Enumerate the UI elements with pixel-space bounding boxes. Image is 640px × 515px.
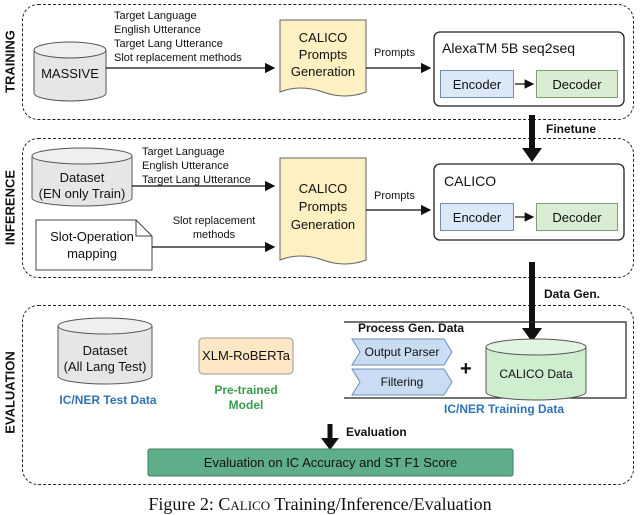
massive-cylinder (33, 41, 107, 102)
evaluation-arrowhead (321, 438, 339, 450)
xlm-roberta-box (198, 337, 294, 375)
filtering-label: Filtering (380, 375, 424, 389)
inference-decoder: Decoder (536, 203, 618, 231)
calico-data-label: CALICO Data (499, 367, 573, 381)
pretrained-label-line1: Pre-trained (214, 383, 278, 397)
inference-encoder: Encoder (440, 203, 514, 231)
caption-name: Calico (218, 494, 271, 514)
pretrained-label-line2: Model (228, 398, 264, 412)
slot-operation-doc (35, 219, 153, 271)
inference-input-1: Target Language (142, 146, 225, 158)
eval-dataset-line2: (All Lang Test) (63, 359, 147, 374)
slot-methods-line1: Slot replacement (172, 215, 256, 227)
finetune-label: Finetune (546, 122, 596, 136)
inference-input-3: Target Lang Utterance (142, 174, 251, 186)
data-gen-label: Data Gen. (544, 287, 601, 301)
data-gen-arrowhead (522, 328, 542, 342)
training-input-2: English Utterance (114, 24, 201, 36)
training-input-3: Target Lang Utterance (114, 38, 223, 50)
slot-doc-line1: Slot-Operation (50, 229, 134, 244)
training-prompt-gen-3: Generation (290, 64, 356, 79)
slot-methods-line2: methods (192, 229, 236, 241)
inference-prompt-gen-2: Prompts (298, 199, 348, 214)
inference-model-title: CALICO (444, 173, 497, 189)
xlm-roberta-label: XLM-RoBERTa (202, 348, 290, 363)
output-parser-shape (351, 338, 453, 366)
training-section (22, 4, 634, 120)
filtering-shape (351, 368, 453, 396)
slot-doc-line2: mapping (67, 246, 117, 261)
evaluation-arrow-label: Evaluation (346, 425, 407, 439)
output-parser-label: Output Parser (364, 345, 440, 359)
evaluation-section (22, 305, 634, 485)
finetune-arrowhead (522, 148, 542, 162)
inference-dataset-cylinder (31, 147, 133, 207)
result-box (147, 448, 514, 477)
inference-prompt-doc (279, 157, 367, 265)
inference-section (22, 138, 634, 278)
inference-prompts-label: Prompts (374, 190, 415, 202)
process-title: Process Gen. Data (358, 321, 465, 335)
massive-label: MASSIVE (41, 66, 99, 81)
figure-caption: Figure 2: Calico Training/Inference/Eval… (0, 494, 640, 515)
process-bracket (344, 321, 627, 399)
inference-dataset-line1: Dataset (59, 170, 105, 185)
training-model-title: AlexaTM 5B seq2seq (442, 40, 576, 56)
inference-dataset-line2: (EN only Train) (38, 186, 126, 201)
caption-prefix: Figure 2: (148, 494, 219, 514)
training-input-1: Target Language (114, 10, 197, 22)
test-data-label: IC/NER Test Data (59, 393, 157, 407)
training-encoder: Encoder (440, 70, 514, 98)
training-input-4: Slot replacement methods (114, 52, 242, 64)
eval-dataset-line1: Dataset (82, 343, 128, 358)
training-prompt-gen-2: Prompts (298, 47, 348, 62)
result-label: Evaluation on IC Accuracy and ST F1 Scor… (203, 455, 458, 470)
inference-input-2: English Utterance (142, 160, 229, 172)
calico-data-cylinder (485, 338, 587, 401)
training-prompts-label: Prompts (374, 47, 415, 59)
plus-sign: + (460, 358, 472, 380)
training-data-label: IC/NER Training Data (443, 402, 565, 416)
inference-prompt-gen-1: CALICO (298, 181, 348, 196)
training-prompt-doc (279, 19, 367, 97)
training-decoder: Decoder (536, 70, 618, 98)
training-prompt-gen-1: CALICO (298, 30, 348, 45)
caption-suffix: Training/Inference/Evaluation (270, 494, 492, 514)
inference-prompt-gen-3: Generation (290, 217, 356, 232)
eval-dataset-cylinder (57, 317, 153, 385)
